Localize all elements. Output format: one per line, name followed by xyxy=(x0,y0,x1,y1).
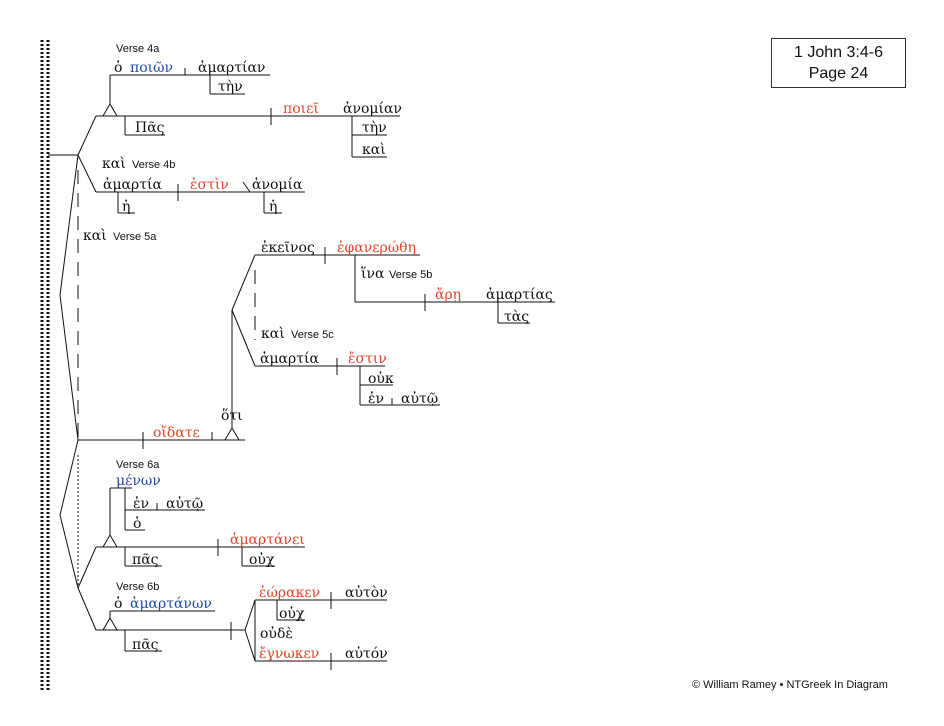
word-hina: ἵνα xyxy=(361,265,385,282)
reference-box: 1 John 3:4-6 Page 24 xyxy=(771,38,906,88)
clause-verse-6b xyxy=(96,592,387,670)
verse-label-5c: Verse 5c xyxy=(291,329,334,341)
word-kai-5a: καὶ xyxy=(83,227,107,244)
word-kai-4b: καὶ xyxy=(102,155,126,172)
word-he-2: ἡ xyxy=(269,198,277,215)
word-auto-2: αὐτῷ xyxy=(166,495,203,512)
word-tas: τὰς xyxy=(504,309,529,325)
word-kai-1: καὶ xyxy=(362,141,386,158)
page-rule xyxy=(40,40,50,690)
word-ephanerothe: ἐφανερώθη xyxy=(337,239,416,256)
word-oude: οὐδὲ xyxy=(260,625,293,642)
verse-label-4a: Verse 4a xyxy=(116,43,160,55)
word-anomia: ἀνομία xyxy=(252,176,303,193)
verse-label-4b: Verse 4b xyxy=(132,159,175,171)
copyright-notice: © William Ramey • NTGreek In Diagram xyxy=(692,679,888,691)
verse-label-6a: Verse 6a xyxy=(116,459,160,471)
word-o-3: ὁ xyxy=(114,595,122,612)
word-poion: ποιῶν xyxy=(130,60,173,76)
verse-label-5b: Verse 5b xyxy=(389,269,432,281)
word-hamartanei: ἁμαρτάνει xyxy=(230,531,305,548)
word-ten-2: τὴν xyxy=(362,120,387,136)
verse-label-6b: Verse 6b xyxy=(116,581,159,593)
reference-line-1: 1 John 3:4-6 xyxy=(794,44,883,61)
word-en-1: ἐν xyxy=(368,390,384,407)
word-en-2: ἐν xyxy=(133,495,149,512)
word-pas-3: πᾶς xyxy=(132,637,159,653)
word-hamartias: ἁμαρτίας xyxy=(486,286,553,303)
clause-verse-4b xyxy=(96,181,305,214)
trunk-lines xyxy=(48,115,97,631)
word-he-1: ἡ xyxy=(122,198,130,215)
clause-verse-6a xyxy=(96,487,305,567)
word-kai-5c: καὶ xyxy=(261,325,285,342)
word-hamartia-1: ἁμαρτία xyxy=(103,176,162,193)
word-auton-2: αὐτόν xyxy=(345,645,388,662)
word-auton-1: αὐτὸν xyxy=(345,584,388,601)
word-estin-2: ἔστιν xyxy=(348,350,387,367)
word-poiei: ποιεῖ xyxy=(283,101,319,117)
word-estin-1: ἐστὶν xyxy=(190,176,229,193)
word-hamartanon: ἁμαρτάνων xyxy=(130,595,212,612)
word-oux-1: οὐχ xyxy=(249,551,275,568)
word-egnoken: ἔγνωκεν xyxy=(259,645,319,662)
greek-words: ὁ ποιῶν ἁμαρτίαν τὴν Πᾶς ποιεῖ ἀνομίαν τ… xyxy=(83,59,553,662)
word-heoraken: ἑώρακεν xyxy=(259,584,320,601)
word-hoti: ὅτι xyxy=(221,407,243,424)
word-ouk: οὐκ xyxy=(368,370,394,387)
word-anomian: ἀνομίαν xyxy=(343,100,402,117)
word-hamartia-2: ἁμαρτία xyxy=(260,350,319,367)
word-o-1: ὁ xyxy=(114,59,122,76)
word-hamartian: ἁμαρτίαν xyxy=(198,59,265,76)
verse-label-5a: Verse 5a xyxy=(113,231,157,243)
word-pas-1: Πᾶς xyxy=(135,120,165,136)
clause-verse-4a xyxy=(96,68,400,158)
word-o-2: ὁ xyxy=(133,515,141,532)
word-oidate: οἴδατε xyxy=(153,424,200,441)
word-are: ἄρῃ xyxy=(435,286,461,303)
word-ekeinos: ἐκεῖνος xyxy=(261,239,315,256)
clause-verse-5a xyxy=(78,247,555,449)
reference-line-2: Page 24 xyxy=(808,65,869,82)
word-oux-2: οὐχ xyxy=(279,605,305,622)
verse-labels: Verse 4a Verse 4b Verse 5a Verse 5b Vers… xyxy=(113,43,432,593)
word-ten-1: τὴν xyxy=(218,79,243,95)
word-pas-2: πᾶς xyxy=(132,552,159,568)
word-menon: μένων xyxy=(116,472,161,489)
word-auto-1: αὐτῷ xyxy=(401,390,438,407)
